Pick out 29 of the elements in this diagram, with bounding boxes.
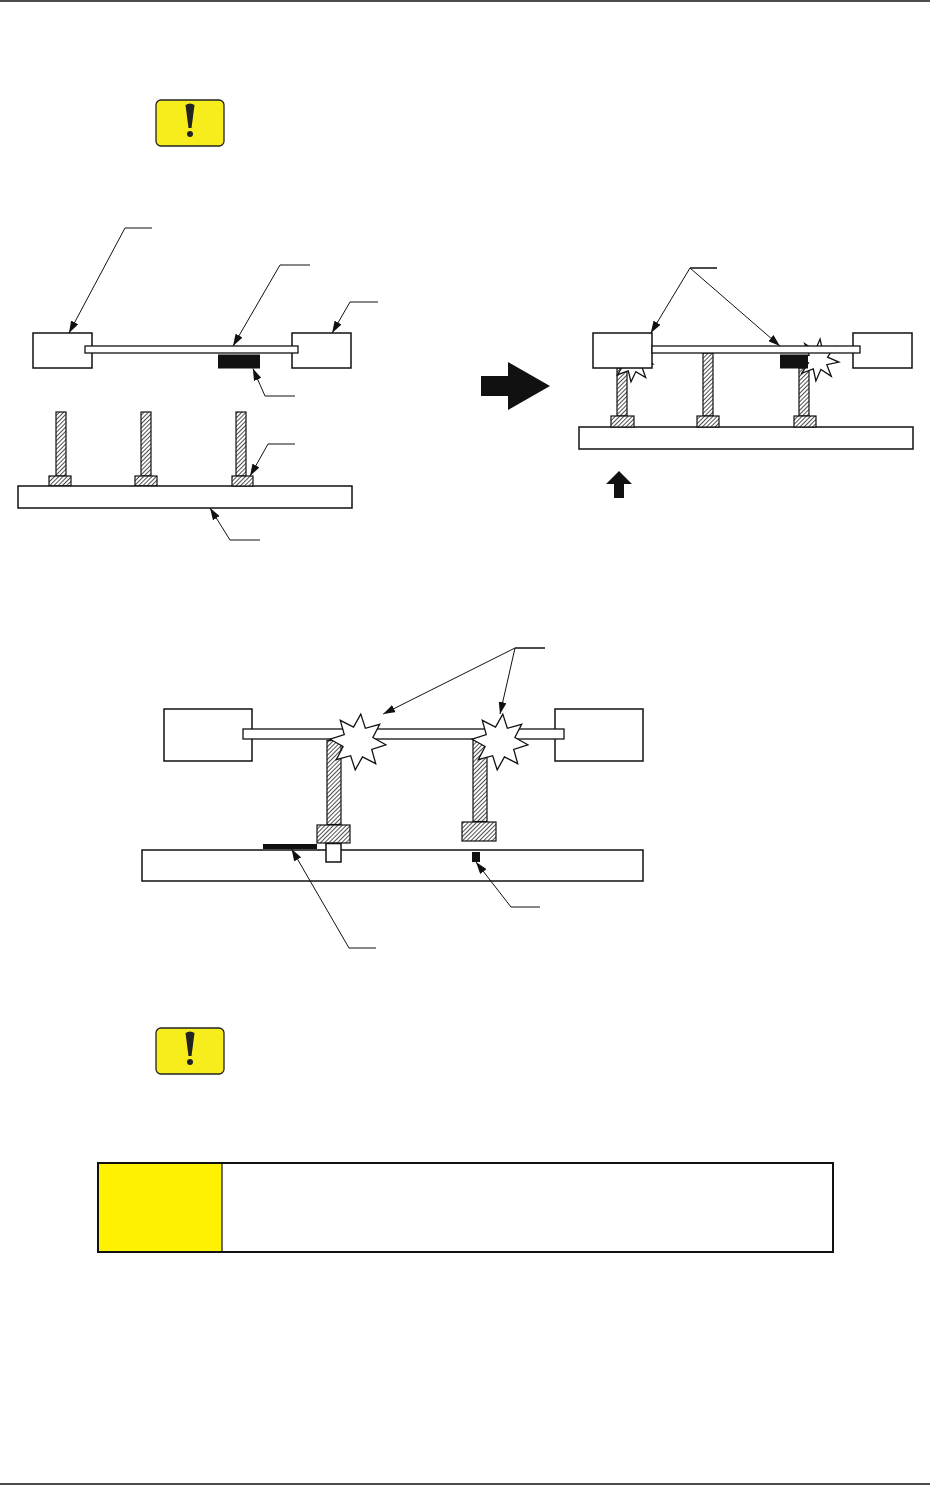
clamp-block (554, 708, 644, 762)
base-plate (17, 485, 353, 509)
leader-line (331, 301, 379, 334)
impact-star (470, 712, 530, 772)
leader-line (689, 267, 781, 347)
leader-line (498, 647, 546, 715)
strip (84, 345, 299, 354)
leader-line (252, 368, 296, 397)
clamp-block (163, 708, 253, 762)
clamp-block (32, 332, 93, 369)
leader-line (209, 507, 261, 541)
leader-line (249, 443, 296, 477)
component-block (218, 354, 260, 369)
pin-base (231, 475, 254, 487)
pin-tip (325, 842, 342, 863)
clamp-block (592, 332, 653, 369)
impact-star (328, 712, 388, 772)
pin-nut (461, 821, 497, 842)
leader-line (232, 264, 311, 347)
leader-line (291, 848, 377, 949)
clamp-block (291, 332, 352, 369)
leader-line (475, 861, 541, 908)
strip (651, 345, 861, 354)
leader-line (68, 227, 153, 334)
shim-plate (263, 844, 317, 849)
pin-tip (472, 852, 480, 862)
pin-nut (316, 824, 351, 844)
support-pin (326, 739, 342, 826)
base-plate (141, 849, 644, 882)
